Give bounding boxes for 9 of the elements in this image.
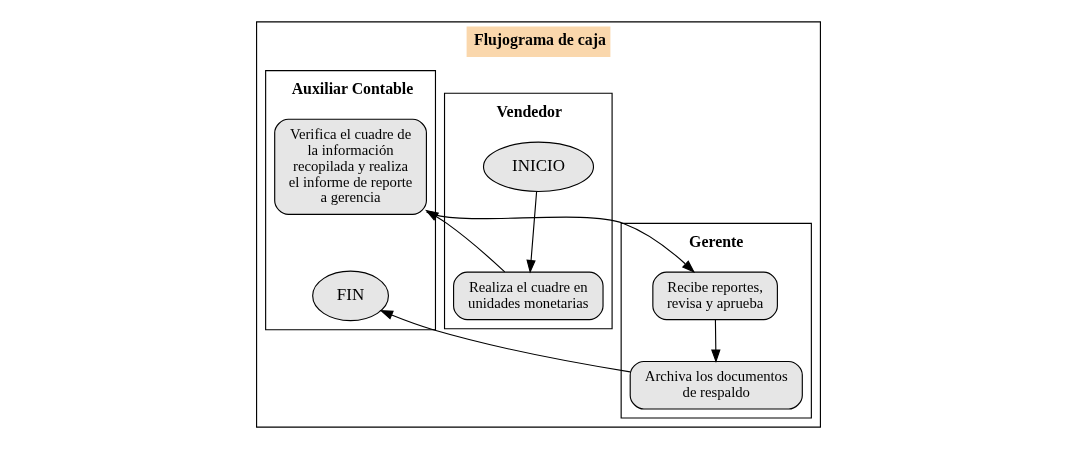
node-ellipse: FIN — [312, 270, 389, 322]
node-box: Realiza el cuadre en unidades monetarias — [453, 271, 604, 321]
node-box: Archiva los documentos de respaldo — [629, 360, 803, 410]
arrow — [711, 319, 721, 364]
node-box: Verifica el cuadre de la información recopilada y realiza el informe de reporte a gerencia — [274, 118, 427, 215]
node-ellipse: INICIO — [482, 141, 595, 193]
arrow — [379, 310, 631, 373]
node-box: Recibe reportes, revisa y aprueba — [652, 271, 778, 321]
arrow — [526, 191, 538, 274]
